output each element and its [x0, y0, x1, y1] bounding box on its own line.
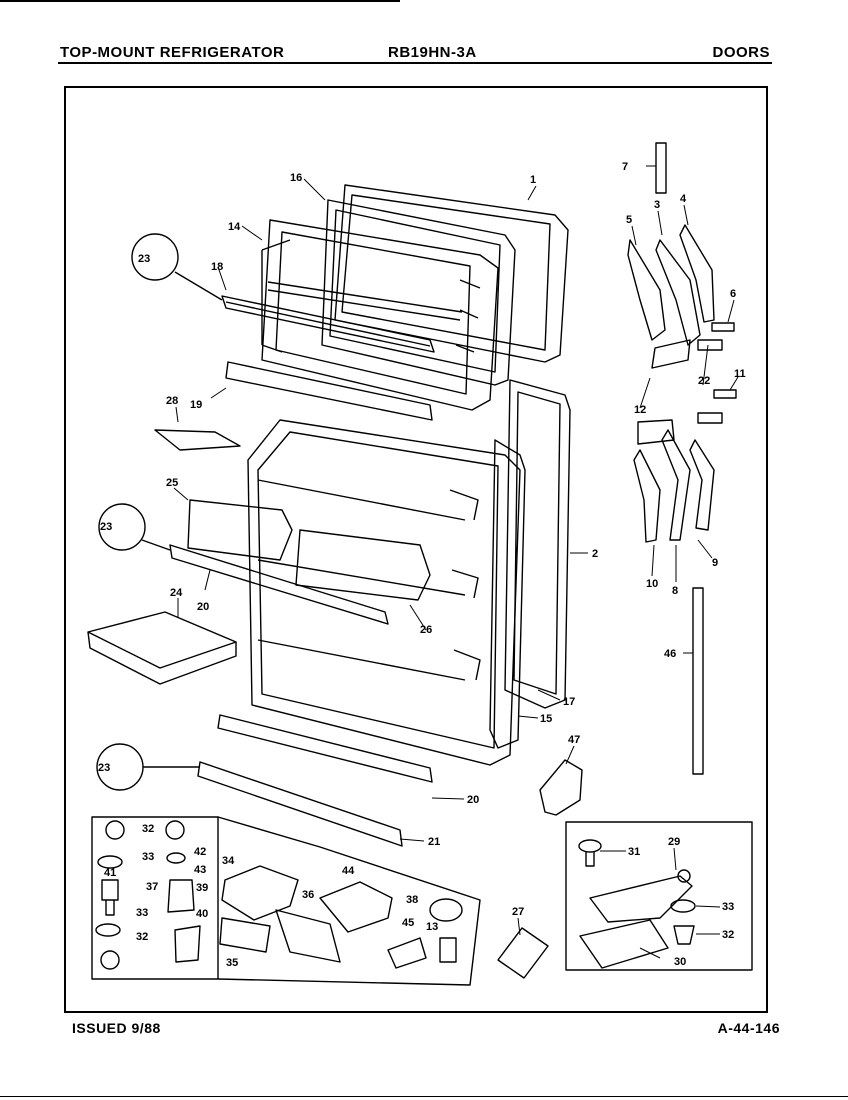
- hinge-brackets-lower: [633, 419, 715, 543]
- callout-42: 42: [194, 846, 206, 858]
- detail-circle-23-top: [131, 233, 223, 301]
- egg-tray: [87, 611, 237, 685]
- hardware-kit-left: [91, 816, 481, 986]
- callout-15: 15: [540, 713, 552, 725]
- callout-19: 19: [190, 399, 202, 411]
- hinge-trim-strip: [692, 587, 704, 775]
- callout-20-mid: 20: [197, 601, 209, 613]
- butter-cover: [154, 429, 241, 451]
- callout-44: 44: [342, 865, 355, 877]
- callout-25: 25: [166, 477, 178, 489]
- detail-circle-23-bottom: [96, 743, 200, 791]
- header-rule: [58, 62, 772, 64]
- bottom-rails: [197, 714, 433, 847]
- callout-37: 37: [146, 881, 158, 893]
- callout-35: 35: [226, 957, 238, 969]
- freezer-door-liner: [261, 219, 499, 411]
- fresh-food-door-gasket: [489, 439, 526, 749]
- callout-38: 38: [406, 894, 418, 906]
- callout-20-bottom: 20: [467, 794, 479, 806]
- callout-16: 16: [290, 172, 302, 184]
- callout-32-right: 32: [722, 929, 734, 941]
- callout-11: 11: [734, 368, 746, 380]
- door-stop-clip: [539, 759, 583, 816]
- callout-36: 36: [302, 889, 314, 901]
- freezer-door-outer-panel: [334, 184, 569, 363]
- callout-14: 14: [228, 221, 241, 233]
- callout-6: 6: [730, 288, 736, 300]
- callout-21: 21: [428, 836, 440, 848]
- callout-labels: 1 2 3 4 5 6 7 8 9 10 11 12 13 14 15 16 1…: [98, 161, 746, 969]
- callout-2: 2: [592, 548, 598, 560]
- callout-34: 34: [222, 855, 235, 867]
- callout-33-mid: 33: [136, 907, 148, 919]
- callout-32-bottom: 32: [136, 931, 148, 943]
- callout-8: 8: [672, 585, 678, 597]
- freezer-shelf-rail: [221, 295, 435, 353]
- footer-code: A-44-146: [717, 1020, 780, 1036]
- freezer-bottom-rail: [225, 361, 433, 421]
- callout-30: 30: [674, 956, 686, 968]
- hardware-kit-right: [565, 821, 753, 971]
- header-title: TOP-MOUNT REFRIGERATOR: [60, 44, 285, 61]
- header-section: DOORS: [712, 44, 770, 61]
- callout-13: 13: [426, 921, 438, 933]
- hinge-cover-strip: [655, 142, 667, 194]
- header-model: RB19HN-3A: [388, 44, 477, 61]
- callout-32-top: 32: [142, 823, 154, 835]
- callout-9: 9: [712, 557, 718, 569]
- callout-39: 39: [196, 882, 208, 894]
- callout-43: 43: [194, 864, 206, 876]
- callout-31: 31: [628, 846, 640, 858]
- top-rule: [0, 0, 400, 2]
- callout-23-top: 23: [138, 253, 150, 265]
- dairy-door-bins: [187, 499, 431, 601]
- callout-17: 17: [563, 696, 575, 708]
- callout-3: 3: [654, 199, 660, 211]
- callout-23-mid: 23: [100, 521, 112, 533]
- callout-1: 1: [530, 174, 536, 186]
- hinge-shims: [697, 322, 737, 424]
- callout-5: 5: [626, 214, 632, 226]
- callout-22: 22: [698, 375, 710, 387]
- callout-27: 27: [512, 906, 524, 918]
- callout-4: 4: [680, 193, 687, 205]
- callout-10: 10: [646, 578, 658, 590]
- fresh-shelf-rail: [169, 544, 389, 625]
- callout-24: 24: [170, 587, 183, 599]
- callout-12: 12: [634, 404, 646, 416]
- callout-47: 47: [568, 734, 580, 746]
- callout-18: 18: [211, 261, 223, 273]
- diagram-frame: [64, 86, 768, 1013]
- callout-40: 40: [196, 908, 208, 920]
- callout-23-bottom: 23: [98, 762, 110, 774]
- footer-issued: ISSUED 9/88: [72, 1020, 161, 1036]
- bottom-rule: [0, 1096, 848, 1097]
- callout-33-top: 33: [142, 851, 154, 863]
- callout-46: 46: [664, 648, 676, 660]
- callout-33-right: 33: [722, 901, 734, 913]
- callout-45: 45: [402, 917, 414, 929]
- detail-circle-23-mid: [98, 503, 171, 551]
- hinge-plate-bracket: [497, 927, 549, 979]
- callout-29: 29: [668, 836, 680, 848]
- callout-41: 41: [104, 867, 116, 879]
- callout-28: 28: [166, 395, 178, 407]
- callout-7: 7: [622, 161, 628, 173]
- callout-26: 26: [420, 624, 432, 636]
- fresh-food-door-outer-panel: [504, 379, 571, 709]
- leader-lines: [173, 165, 739, 959]
- hinge-brackets-upper: [627, 224, 715, 369]
- fresh-food-door-liner: [247, 419, 521, 766]
- freezer-door-gasket: [321, 199, 516, 386]
